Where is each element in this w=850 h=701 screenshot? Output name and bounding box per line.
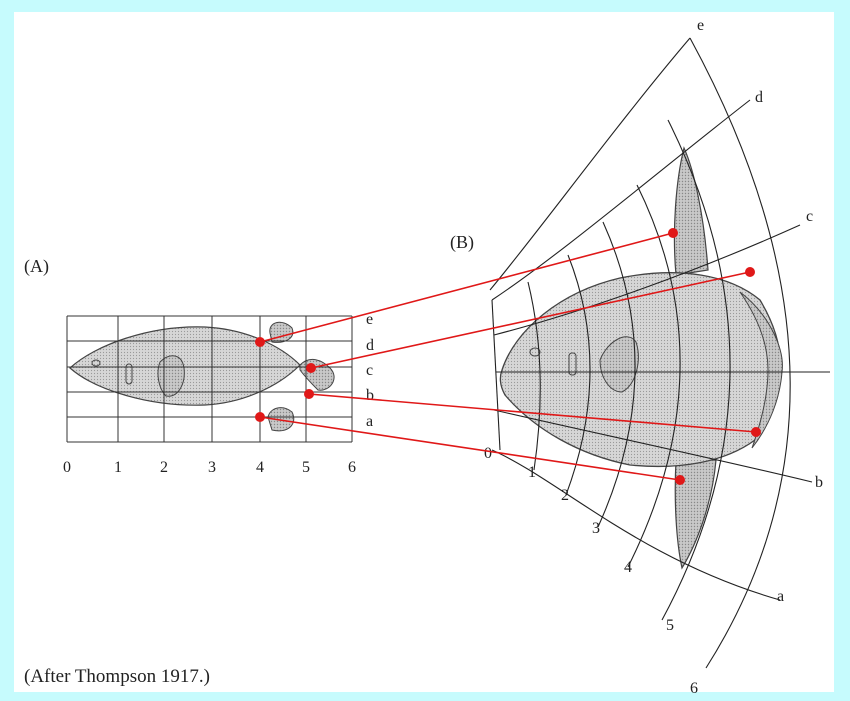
point-a-tail-upper bbox=[306, 363, 316, 373]
correspondence-lines bbox=[259, 232, 757, 481]
tick-b-4: 4 bbox=[624, 559, 632, 576]
tick-a-5: 5 bbox=[302, 459, 310, 476]
point-b-tail-upper bbox=[745, 267, 755, 277]
connector-dorsal bbox=[259, 232, 674, 343]
arc-labels-b: a b c d e bbox=[697, 17, 823, 605]
arc-b-b: b bbox=[815, 474, 823, 491]
grid-b-row-5 bbox=[489, 37, 691, 291]
fish-b-tail bbox=[739, 291, 783, 449]
connector-anal bbox=[259, 416, 681, 481]
tick-a-1: 1 bbox=[114, 459, 122, 476]
point-a-anal bbox=[255, 412, 265, 422]
caption: (After Thompson 1917.) bbox=[24, 666, 210, 687]
arc-b-a: a bbox=[777, 588, 784, 605]
tick-a-2: 2 bbox=[160, 459, 168, 476]
point-a-dorsal bbox=[255, 337, 265, 347]
tick-b-5: 5 bbox=[666, 617, 674, 634]
panel-a: (A) 0 1 2 3 4 5 6 bbox=[24, 256, 374, 476]
tick-a-4: 4 bbox=[256, 459, 264, 476]
grid-b-row-3 bbox=[493, 224, 801, 336]
grid-b-column-0 bbox=[491, 299, 501, 451]
connector-tail-lower bbox=[308, 393, 757, 433]
tick-a-0: 0 bbox=[63, 459, 71, 476]
tick-b-6: 6 bbox=[690, 680, 698, 697]
point-b-tail-lower bbox=[751, 427, 761, 437]
fish-b-body bbox=[499, 272, 781, 468]
fish-b-gill bbox=[568, 352, 577, 376]
fish-a bbox=[69, 321, 335, 432]
correspondence-points bbox=[255, 228, 761, 485]
tick-b-3: 3 bbox=[592, 520, 600, 537]
tick-b-2: 2 bbox=[561, 487, 569, 504]
tick-a-3: 3 bbox=[208, 459, 216, 476]
fish-b-anal-fin bbox=[674, 459, 717, 570]
row-a-b: b bbox=[366, 387, 374, 404]
fish-b-pectoral-fin bbox=[599, 336, 639, 393]
point-b-dorsal bbox=[668, 228, 678, 238]
grid-b-row-1 bbox=[493, 409, 813, 483]
connector-tail-upper bbox=[310, 271, 751, 369]
arc-b-d: d bbox=[755, 89, 763, 106]
point-b-anal bbox=[675, 475, 685, 485]
row-a-d: d bbox=[366, 337, 374, 354]
tick-b-1: 1 bbox=[528, 464, 536, 481]
row-a-c: c bbox=[366, 362, 373, 379]
fish-b-dorsal-fin bbox=[673, 146, 709, 276]
tick-a-6: 6 bbox=[348, 459, 356, 476]
grid-b-row-0 bbox=[491, 449, 781, 601]
fish-b-eye bbox=[529, 347, 541, 357]
panel-a-label: (A) bbox=[24, 256, 49, 277]
row-a-a: a bbox=[366, 413, 373, 430]
arc-b-c: c bbox=[806, 208, 813, 225]
panel-b: (B) 0 1 2 3 4 5 6 a b c d bbox=[450, 17, 830, 697]
grid-b-row-4 bbox=[491, 99, 751, 301]
row-labels-a: a b c d e bbox=[366, 311, 374, 430]
row-a-e: e bbox=[366, 311, 373, 328]
point-a-tail-lower bbox=[304, 389, 314, 399]
tick-b-0: 0 bbox=[484, 445, 492, 462]
x-tick-labels-a: 0 1 2 3 4 5 6 bbox=[63, 459, 356, 476]
arc-b-e: e bbox=[697, 17, 704, 34]
panel-b-label: (B) bbox=[450, 232, 474, 253]
radial-tick-labels-b: 0 1 2 3 4 5 6 bbox=[484, 445, 698, 697]
